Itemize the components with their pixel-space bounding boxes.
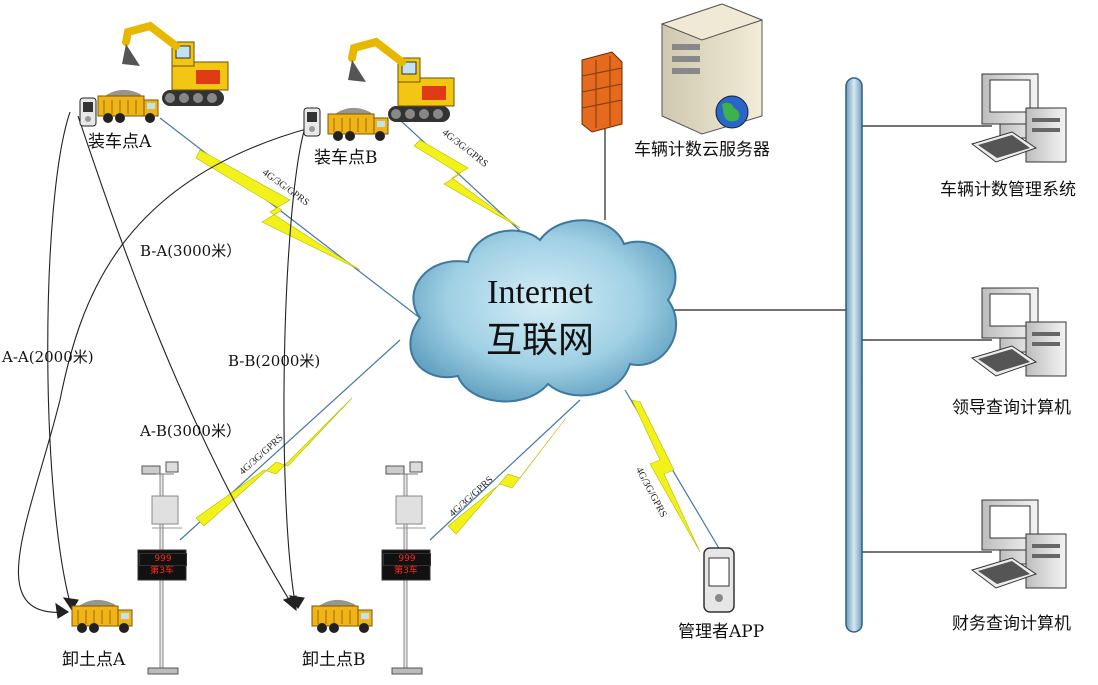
dump-truck-icon-b xyxy=(327,107,389,142)
desktop-computer-icon-3 xyxy=(971,499,1067,589)
handheld-terminal-icon-a xyxy=(79,97,97,127)
loading-point-b-label: 装车点B xyxy=(314,148,378,168)
handheld-terminal-icon-b xyxy=(303,107,321,137)
terminal-label-finance: 财务查询计算机 xyxy=(952,614,1071,634)
firewall-icon xyxy=(581,51,623,133)
link-loading-a-cloud xyxy=(159,117,421,319)
lightning-bolt-2 xyxy=(413,139,521,229)
lightning-bolt-1 xyxy=(195,149,361,271)
led-text-b-line1: 999 xyxy=(383,553,431,566)
route-ba-arrow xyxy=(55,602,70,619)
led-text-a-line2: 第3车 xyxy=(150,566,174,576)
mobile-phone-icon xyxy=(703,547,735,613)
led-text-b-line2: 第3车 xyxy=(394,566,418,576)
server-label: 车辆计数云服务器 xyxy=(634,140,770,160)
link-unloading-b-cloud xyxy=(429,399,581,541)
route-bb-label: B-B(2000米) xyxy=(228,352,321,370)
route-curves xyxy=(18,111,311,619)
lightning-bolt-4 xyxy=(447,417,567,535)
lightning-bolt-3 xyxy=(195,397,353,527)
cloud-subtitle: 互联网 xyxy=(485,320,594,360)
route-aa-curve xyxy=(47,111,73,611)
cloud-title: Internet xyxy=(487,274,593,311)
route-ab-label: A-B(3000米） xyxy=(140,422,241,440)
route-aa-label: A-A(2000米) xyxy=(2,348,94,366)
terminal-label-leader: 领导查询计算机 xyxy=(952,398,1071,418)
network-bus xyxy=(845,77,863,633)
manager-app-label: 管理者APP xyxy=(678,622,765,642)
desktop-computer-icon-1 xyxy=(971,73,1067,163)
route-ba-curve xyxy=(18,127,311,613)
dump-truck-icon-unload-b xyxy=(311,599,373,634)
dump-truck-icon-unload-a xyxy=(71,599,133,634)
route-ba-label: B-A(3000米） xyxy=(140,242,242,260)
server-icon xyxy=(660,3,764,135)
internet-cloud xyxy=(409,219,678,403)
unloading-point-a-label: 卸土点A xyxy=(62,650,126,670)
route-ab-arrow xyxy=(282,595,297,612)
desktop-computer-icon-2 xyxy=(971,287,1067,377)
terminal-label-management: 车辆计数管理系统 xyxy=(940,180,1076,200)
wireless-bolts xyxy=(195,139,701,553)
unloading-point-b-label: 卸土点B xyxy=(302,650,366,670)
lightning-bolt-5 xyxy=(631,399,701,553)
loading-point-a-label: 装车点A xyxy=(88,132,152,152)
dump-truck-icon-a xyxy=(97,89,159,124)
route-aa-arrow xyxy=(62,597,79,612)
route-ab-curve xyxy=(77,115,295,609)
led-text-a-line1: 999 xyxy=(139,553,187,566)
route-bb-curve xyxy=(283,123,307,609)
